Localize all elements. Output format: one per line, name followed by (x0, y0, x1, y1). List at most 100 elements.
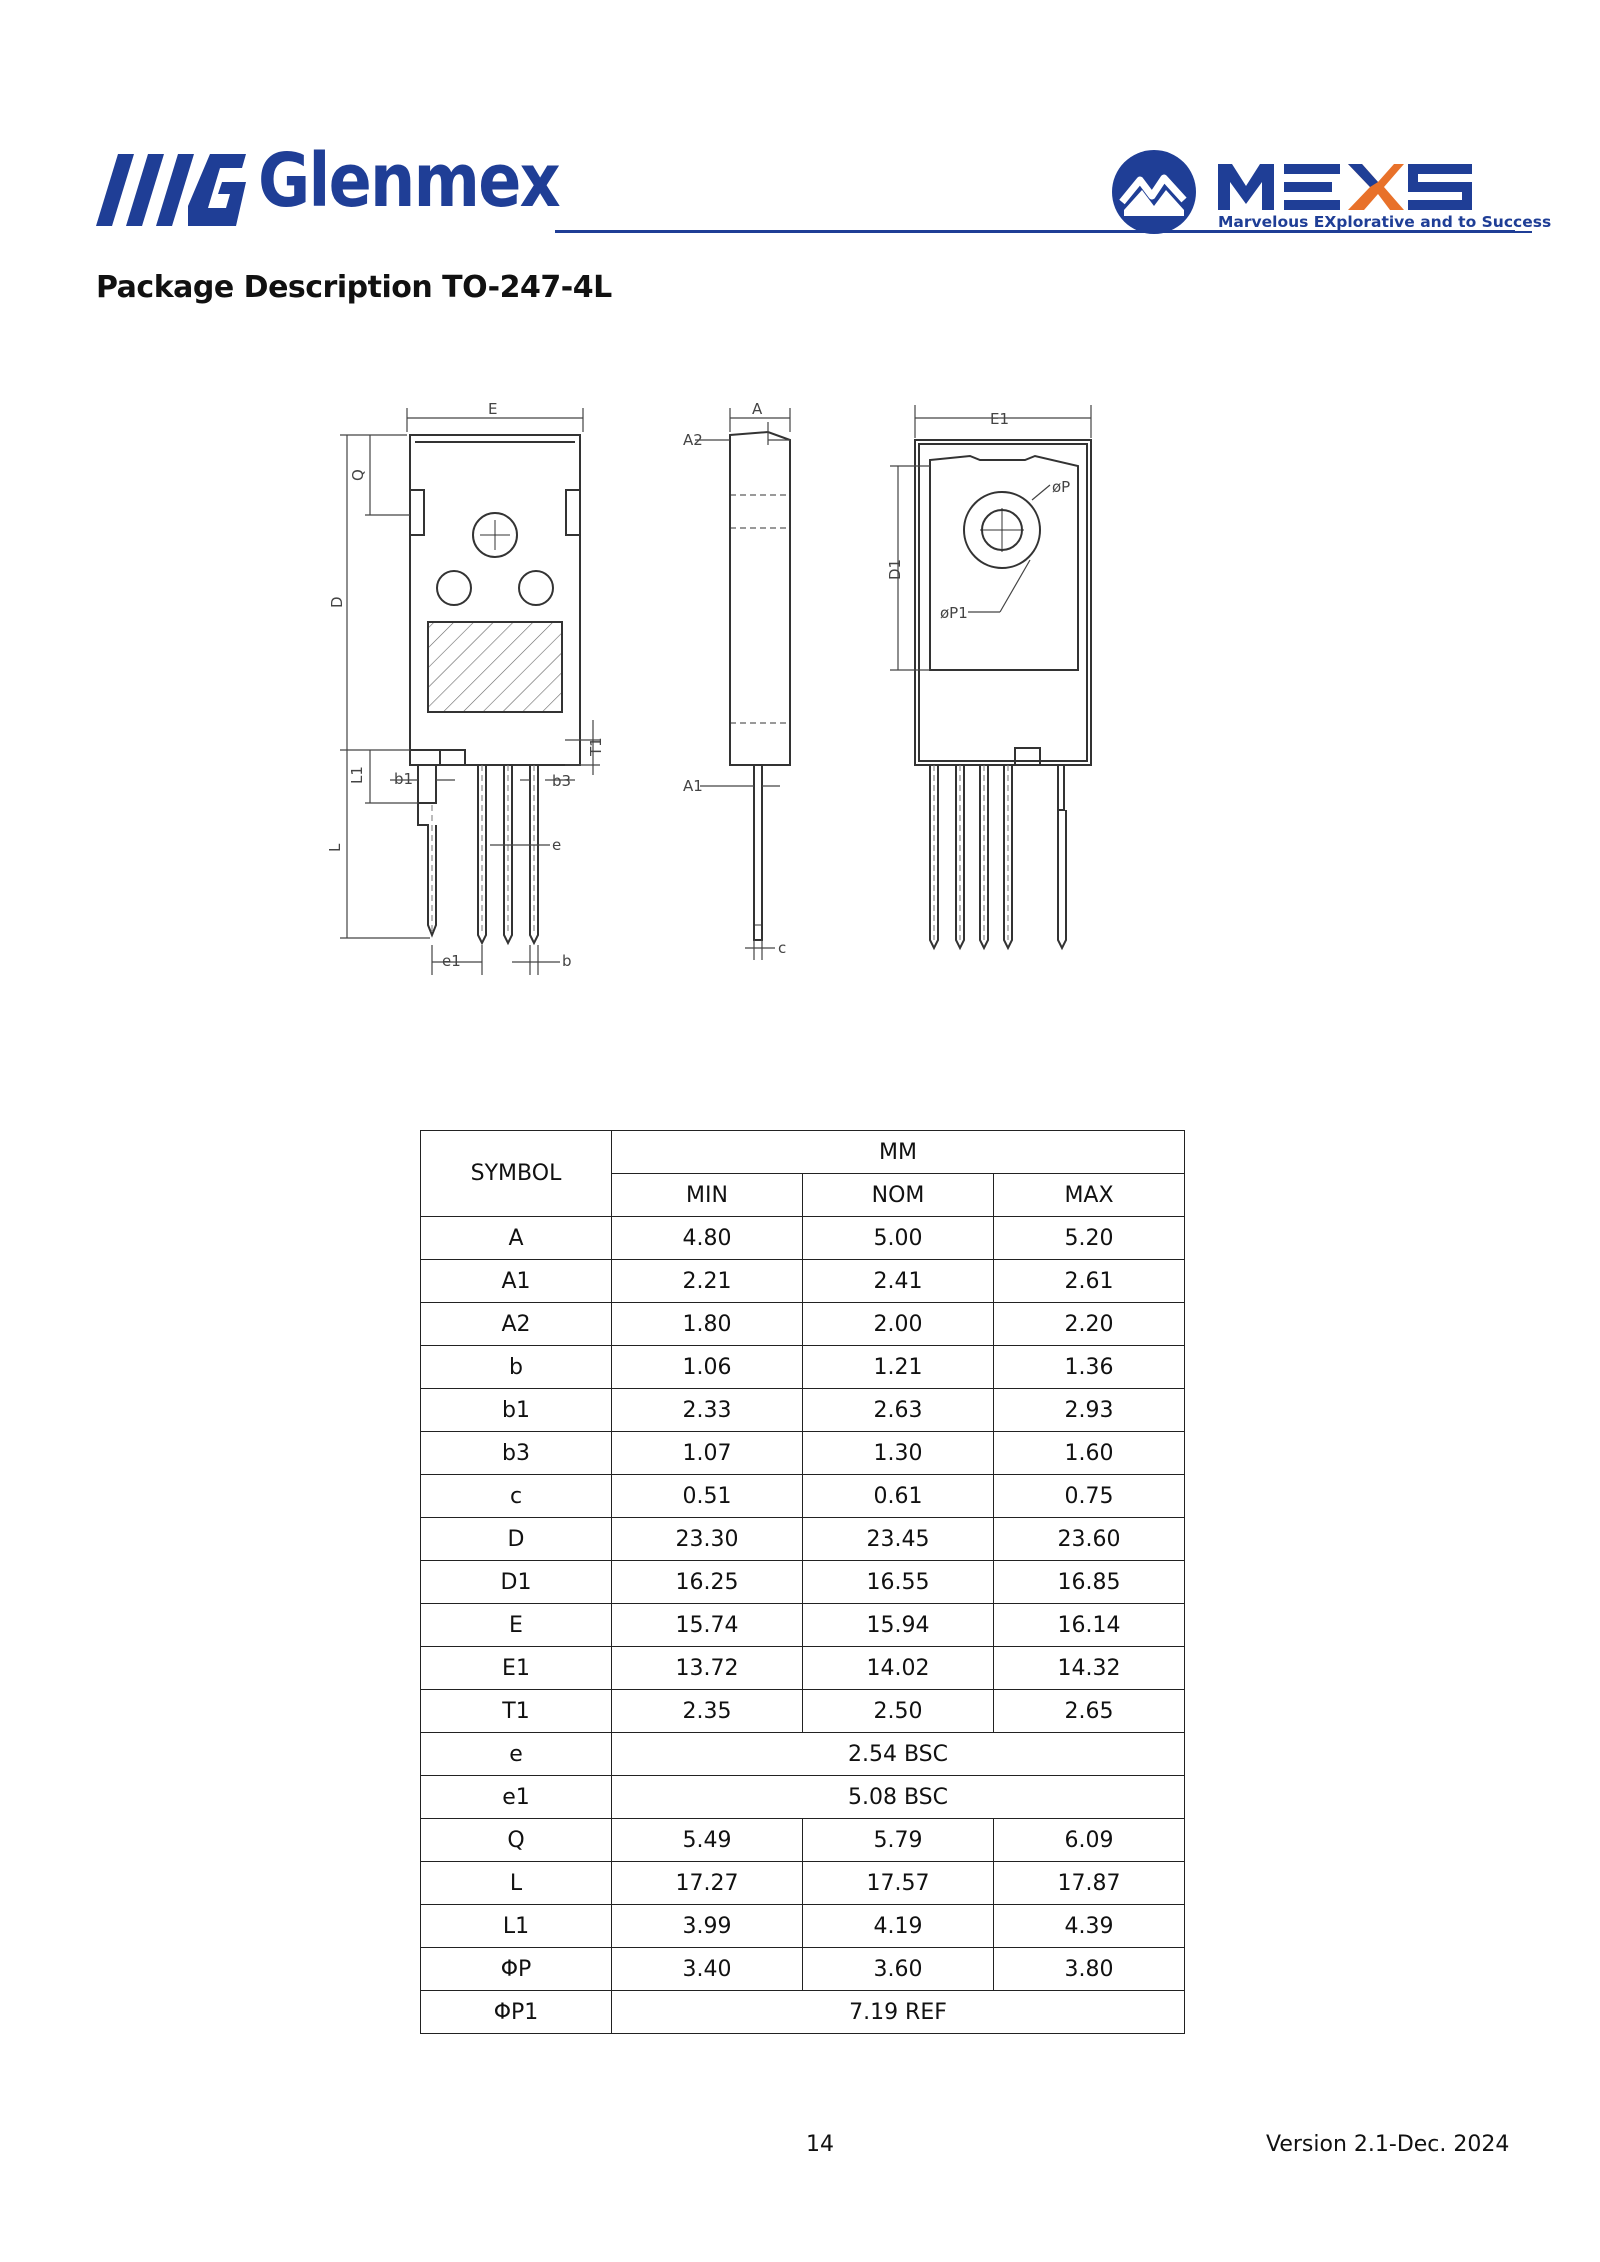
max-value-cell: 3.80 (993, 1947, 1185, 1991)
dim-label-E1: E1 (990, 410, 1009, 428)
max-value-cell: 16.85 (993, 1560, 1185, 1604)
dim-label-A: A (752, 400, 763, 418)
min-value-cell: 23.30 (611, 1517, 803, 1561)
max-value-cell: 17.87 (993, 1861, 1185, 1905)
min-value-cell: 16.25 (611, 1560, 803, 1604)
dim-label-Q: Q (349, 469, 367, 481)
min-value-cell: 1.80 (611, 1302, 803, 1346)
max-value-cell: 1.36 (993, 1345, 1185, 1389)
col-header-min: MIN (611, 1173, 803, 1217)
col-header-max: MAX (993, 1173, 1185, 1217)
nom-value-cell: 5.00 (802, 1216, 994, 1260)
table-subheader-row: MIN NOM MAX (421, 1173, 1185, 1217)
version-label: Version 2.1-Dec. 2024 (1266, 2132, 1510, 2157)
symbol-cell: b3 (420, 1431, 612, 1475)
dim-label-e: e (552, 836, 561, 854)
span-value-cell: 2.54 BSC (611, 1732, 1185, 1776)
symbol-cell: ΦP (420, 1947, 612, 1991)
symbol-cell: T1 (420, 1689, 612, 1733)
max-value-cell: 2.65 (993, 1689, 1185, 1733)
nom-value-cell: 16.55 (802, 1560, 994, 1604)
table-header-row: SYMBOL MM (420, 1130, 1185, 1217)
glenmex-brand-name: Glenmex (258, 138, 561, 224)
dim-label-T1: T1 (587, 737, 605, 757)
symbol-cell: A2 (420, 1302, 612, 1346)
nom-value-cell: 2.50 (802, 1689, 994, 1733)
min-value-cell: 15.74 (611, 1603, 803, 1647)
page-title: Package Description TO-247-4L (96, 270, 612, 305)
dim-label-phiP1: øP1 (940, 604, 968, 622)
dim-label-D1: D1 (886, 559, 904, 580)
symbol-cell: A1 (420, 1259, 612, 1303)
max-value-cell: 5.20 (993, 1216, 1185, 1260)
symbol-cell: c (420, 1474, 612, 1518)
dim-label-L: L (326, 843, 344, 852)
mexs-logo (1112, 150, 1532, 234)
symbol-cell: A (420, 1216, 612, 1260)
symbol-cell: e1 (420, 1775, 612, 1819)
symbol-cell: b1 (420, 1388, 612, 1432)
max-value-cell: 1.60 (993, 1431, 1185, 1475)
nom-value-cell: 2.63 (802, 1388, 994, 1432)
symbol-cell: Q (420, 1818, 612, 1862)
nom-value-cell: 17.57 (802, 1861, 994, 1905)
symbol-cell: E1 (420, 1646, 612, 1690)
col-header-nom: NOM (802, 1173, 994, 1217)
nom-value-cell: 0.61 (802, 1474, 994, 1518)
min-value-cell: 17.27 (611, 1861, 803, 1905)
nom-value-cell: 15.94 (802, 1603, 994, 1647)
min-value-cell: 2.33 (611, 1388, 803, 1432)
back-view (890, 405, 1092, 951)
nom-value-cell: 5.79 (802, 1818, 994, 1862)
symbol-cell: D1 (420, 1560, 612, 1604)
min-value-cell: 3.40 (611, 1947, 803, 1991)
symbol-cell: D (420, 1517, 612, 1561)
nom-value-cell: 1.21 (802, 1345, 994, 1389)
page-number: 14 (806, 2132, 834, 2157)
span-value-cell: 7.19 REF (611, 1990, 1185, 2034)
dim-label-e1: e1 (442, 952, 461, 970)
min-value-cell: 1.07 (611, 1431, 803, 1475)
dim-label-b1: b1 (394, 770, 413, 788)
symbol-cell: e (420, 1732, 612, 1776)
dim-label-A1: A1 (683, 777, 703, 795)
glenmex-logo-mark (96, 154, 246, 226)
max-value-cell: 2.61 (993, 1259, 1185, 1303)
max-value-cell: 2.93 (993, 1388, 1185, 1432)
nom-value-cell: 23.45 (802, 1517, 994, 1561)
min-value-cell: 13.72 (611, 1646, 803, 1690)
dim-label-phiP: øP (1052, 478, 1070, 496)
dim-label-L1: L1 (348, 766, 366, 784)
dim-label-b: b (562, 952, 572, 970)
symbol-cell: ΦP1 (420, 1990, 612, 2034)
nom-value-cell: 3.60 (802, 1947, 994, 1991)
package-outline-drawing: E Q D L1 L b1 b3 e e1 b T1 A A2 A1 c E1 … (326, 400, 1092, 975)
side-view (695, 408, 791, 960)
max-value-cell: 4.39 (993, 1904, 1185, 1948)
dim-label-E: E (488, 400, 497, 418)
front-view (409, 434, 581, 946)
mexs-tagline: Marvelous EXplorative and to Success (1218, 213, 1552, 231)
span-value-cell: 5.08 BSC (611, 1775, 1185, 1819)
symbol-cell: E (420, 1603, 612, 1647)
unit-header: MM (611, 1130, 1185, 1174)
nom-value-cell: 14.02 (802, 1646, 994, 1690)
header-rule (555, 230, 1515, 233)
max-value-cell: 14.32 (993, 1646, 1185, 1690)
dim-label-c: c (778, 939, 786, 957)
min-value-cell: 3.99 (611, 1904, 803, 1948)
